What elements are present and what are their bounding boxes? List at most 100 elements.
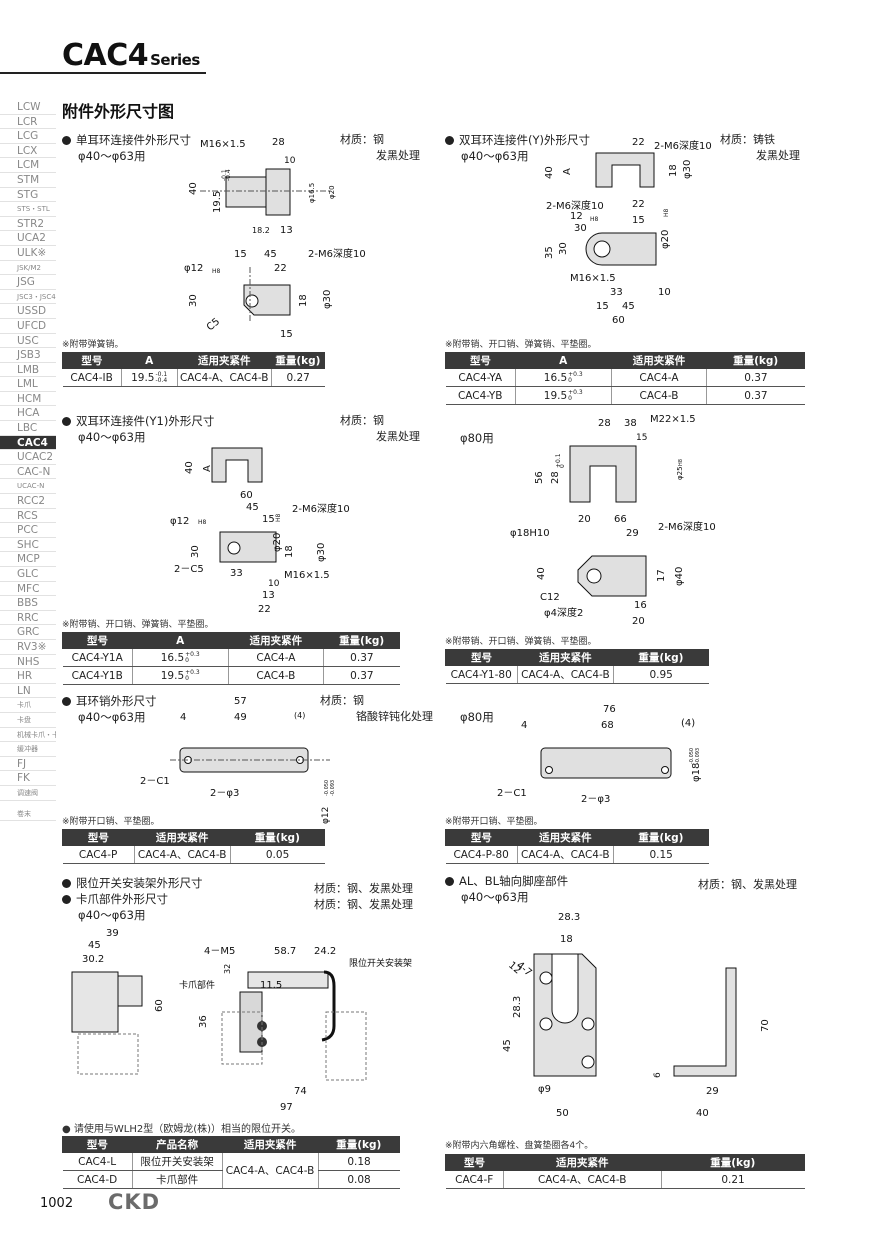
y180-dim-5: 28 <box>550 471 561 484</box>
sidebar-item-15[interactable]: UFCD <box>0 319 56 334</box>
sidebar-item-0[interactable]: LCW <box>0 100 56 115</box>
y180-dim-10: 20 <box>578 514 591 525</box>
sidebar-item-4[interactable]: LCM <box>0 158 56 173</box>
y1-dim-18: 22 <box>258 604 271 615</box>
ld-dim-12: 74 <box>294 1086 307 1097</box>
sidebar-item-45[interactable]: FJ <box>0 757 56 772</box>
sidebar-item-8[interactable]: STR2 <box>0 217 56 232</box>
sidebar-item-3[interactable]: LCX <box>0 144 56 159</box>
y180-col-header: 重量(kg) <box>612 649 710 666</box>
sidebar-item-35[interactable]: RRC <box>0 611 56 626</box>
sidebar-item-9[interactable]: UCA2 <box>0 231 56 246</box>
sidebar-item-10[interactable]: ULK※ <box>0 246 56 261</box>
sidebar-item-17[interactable]: JSB3 <box>0 348 56 363</box>
sidebar-item-6[interactable]: STG <box>0 188 56 203</box>
sidebar-item-16[interactable]: USC <box>0 334 56 349</box>
ib-note: ※附带弹簧销。 <box>62 340 124 350</box>
y1-col-header: 型号 <box>62 632 133 649</box>
sidebar-item-14[interactable]: USSD <box>0 304 56 319</box>
sidebar-item-32[interactable]: GLC <box>0 567 56 582</box>
ld-dim-11: 36 <box>198 1015 209 1028</box>
table-cell: CAC4-A <box>610 368 707 387</box>
table-cell: CAC4-Y1-80 <box>445 665 518 684</box>
sidebar-item-33[interactable]: MFC <box>0 582 56 597</box>
sidebar-item-30[interactable]: SHC <box>0 538 56 553</box>
sidebar-item-29[interactable]: PCC <box>0 523 56 538</box>
sidebar-item-40[interactable]: LN <box>0 684 56 699</box>
sidebar-item-22[interactable]: LBC <box>0 421 56 436</box>
f-dim-5: 45 <box>502 1039 513 1052</box>
sidebar-item-2[interactable]: LCG <box>0 129 56 144</box>
sidebar-item-34[interactable]: BBS <box>0 596 56 611</box>
sidebar-item-26[interactable]: UCAC-N <box>0 479 56 495</box>
sidebar-item-24[interactable]: UCAC2 <box>0 450 56 465</box>
page-number: 1002 <box>40 1196 74 1211</box>
f-dim-11: 40 <box>696 1108 709 1119</box>
y180-dim-3: 15 <box>636 433 647 443</box>
y1-col-header: 适用夹紧件 <box>227 632 325 649</box>
ib-col-header: 型号 <box>62 352 122 369</box>
sidebar-item-18[interactable]: LMB <box>0 363 56 378</box>
sidebar-item-47[interactable]: 调速阀 <box>0 786 56 801</box>
table-cell: CAC4-D <box>62 1170 133 1189</box>
p80-col-header: 适用夹紧件 <box>516 829 614 846</box>
y1-dim-15: 10 <box>268 579 280 589</box>
sidebar-item-31[interactable]: MCP <box>0 552 56 567</box>
sidebar-item-44[interactable]: 缓冲器 <box>0 742 56 757</box>
table-cell: 0.21 <box>660 1170 805 1189</box>
sidebar-item-1[interactable]: LCR <box>0 115 56 130</box>
sidebar-item-43[interactable]: 机械卡爪・卡盘 <box>0 728 56 743</box>
y180-dim-14: 29 <box>626 528 639 539</box>
sidebar-item-28[interactable]: RCS <box>0 509 56 524</box>
sidebar-item-21[interactable]: HCA <box>0 406 56 422</box>
sidebar-item-13[interactable]: JSC3・JSC4 <box>0 290 56 305</box>
ib-dim-9: 18.2 <box>252 226 270 235</box>
f-dim-8: 70 <box>760 1019 771 1032</box>
table-cell: CAC4-A、CAC4-B <box>516 665 614 684</box>
sidebar-item-19[interactable]: LML <box>0 377 56 392</box>
sidebar-item-27[interactable]: RCC2 <box>0 494 56 509</box>
sidebar-item-5[interactable]: STM <box>0 173 56 188</box>
sidebar-item-36[interactable]: GRC <box>0 625 56 640</box>
sidebar-item-38[interactable]: NHS <box>0 655 56 670</box>
sidebar-item-7[interactable]: STS・STL <box>0 202 56 217</box>
sidebar-item-37[interactable]: RV3※ <box>0 640 56 655</box>
f-dim-0: 28.3 <box>558 912 580 923</box>
ya-dim-0: 22 <box>632 137 645 148</box>
f-col-header: 适用夹紧件 <box>502 1154 662 1171</box>
ya-dim-13: H8 <box>663 208 670 217</box>
sidebar-item-46[interactable]: FK <box>0 771 56 786</box>
sidebar-item-25[interactable]: CAC-N <box>0 465 56 480</box>
ya-dim-18: 10 <box>658 287 671 298</box>
y1-drawing: 40 A 60 45 2-M6深度10 15 φ12 H8 φ20 H8 30 … <box>170 447 350 615</box>
sidebar-item-39[interactable]: HR <box>0 669 56 684</box>
y1-dim-9: H8 <box>275 513 282 522</box>
sidebar-item-48[interactable]: 卷末 <box>0 807 56 822</box>
ya-dim-4: 18 <box>668 164 679 177</box>
y180-dim-18: C12 <box>540 592 560 603</box>
y180-dim-7: 0 <box>559 464 566 468</box>
y1-dim-12: φ30 <box>316 543 327 562</box>
p-material: 材质：钢铬酸锌钝化处理 <box>320 694 433 723</box>
sidebar-item-42[interactable]: 卡盘 <box>0 713 56 728</box>
ib-dim-17: 30 <box>188 294 199 307</box>
y1-dim-10: 30 <box>190 545 201 558</box>
ya-col-header: 型号 <box>445 352 516 369</box>
sidebar-item-20[interactable]: HCM <box>0 392 56 407</box>
sidebar-item-23[interactable]: CAC4 <box>0 435 56 451</box>
ya-drawing: 22 2-M6深度10 40 A 18 φ30 2-M6深度10 22 12 H… <box>544 137 712 326</box>
ya-material: 材质：铸铁发黑处理 <box>720 133 800 162</box>
p-dim-2: 49 <box>234 712 247 723</box>
sidebar-item-41[interactable]: 卡爪 <box>0 698 56 713</box>
sidebar-item-12[interactable]: JSG <box>0 275 56 290</box>
f-dim-10: 29 <box>706 1086 719 1097</box>
sidebar-item-11[interactable]: JSK/M2 <box>0 261 56 276</box>
y1-dim-2: 60 <box>240 490 253 501</box>
